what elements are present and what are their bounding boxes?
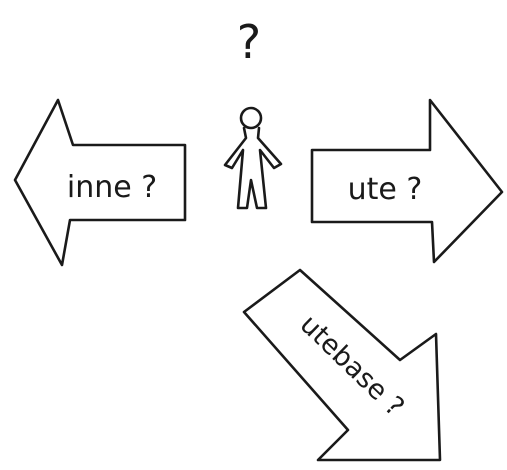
person-body (225, 128, 281, 208)
person-figure (225, 108, 281, 208)
arrow-utebase-label: utebase ? (294, 309, 410, 423)
arrow-ute-label: ute ? (348, 172, 423, 207)
person-head (241, 108, 261, 128)
arrow-inne: inne ? (15, 100, 185, 265)
question-mark-text: ? (237, 15, 261, 69)
question-mark: ? (237, 15, 261, 69)
arrow-utebase: utebase ? (244, 270, 440, 460)
arrow-ute: ute ? (312, 100, 502, 262)
arrow-inne-label: inne ? (67, 170, 157, 205)
